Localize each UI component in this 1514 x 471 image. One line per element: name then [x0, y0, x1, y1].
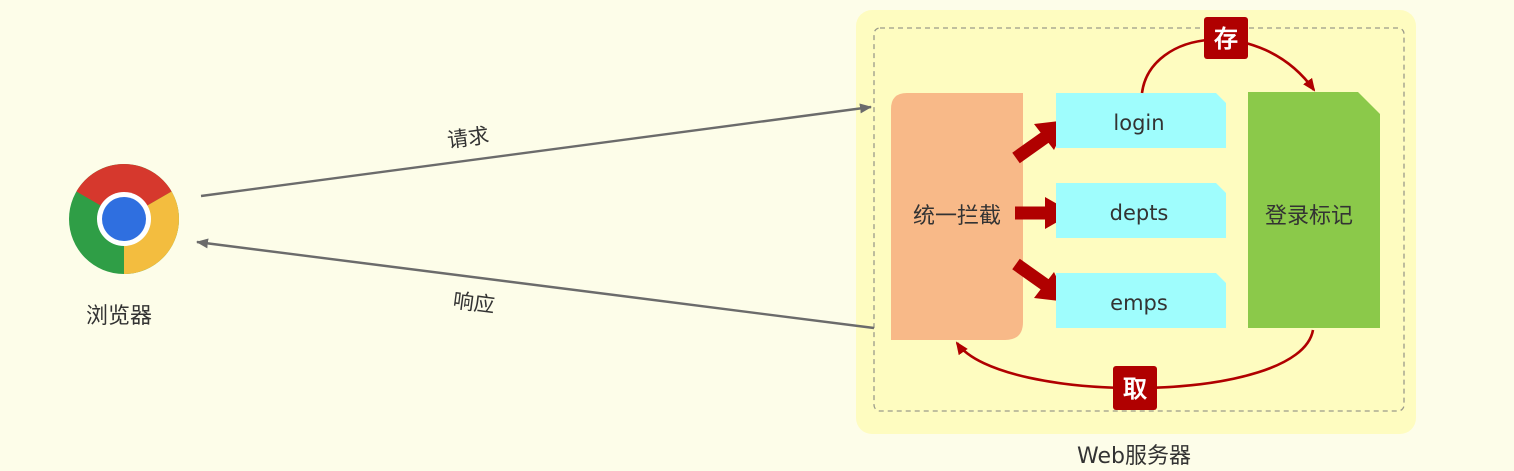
endpoint-emps-label: emps: [1110, 291, 1168, 315]
endpoint-depts-label: depts: [1110, 201, 1169, 225]
browser-label: 浏览器: [86, 304, 152, 329]
endpoint-emps[interactable]: emps: [1056, 273, 1226, 328]
chrome-browser-icon[interactable]: [69, 164, 179, 274]
endpoint-login[interactable]: login: [1056, 93, 1226, 148]
fetch-label: 取: [1123, 375, 1147, 403]
interceptor-label: 统一拦截: [913, 204, 1001, 229]
response-arrow: [196, 238, 875, 330]
request-label: 请求: [446, 123, 491, 152]
web-server-label: Web服务器: [1077, 444, 1191, 469]
interceptor-block: [891, 93, 1023, 340]
endpoint-login-label: login: [1113, 111, 1164, 135]
response-label: 响应: [451, 288, 496, 317]
fetch-badge: 取: [1113, 366, 1157, 410]
login-token-doc: 登录标记: [1248, 92, 1380, 328]
endpoint-depts[interactable]: depts: [1056, 183, 1226, 238]
server-boundary: [873, 27, 1405, 412]
store-label: 存: [1214, 25, 1238, 53]
store-badge: 存: [1204, 17, 1248, 59]
request-arrow: [200, 103, 872, 198]
login-token-label: 登录标记: [1265, 204, 1353, 229]
